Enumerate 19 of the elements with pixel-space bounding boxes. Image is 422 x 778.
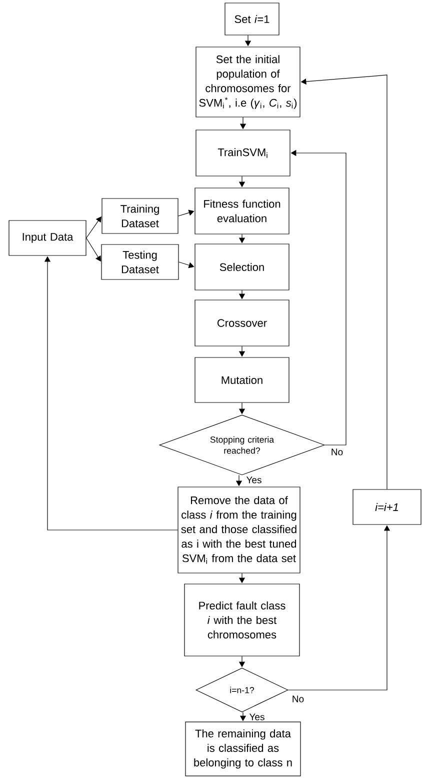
process-box: Set i=1 <box>224 2 280 36</box>
edge-label: No <box>291 695 305 703</box>
process-box: Predict fault class i with the best chromosomes <box>184 584 300 656</box>
data-box: Input Data <box>8 220 86 256</box>
process-box: TrainSVM$_{i}$ <box>196 130 290 176</box>
process-box: Crossover <box>194 300 290 346</box>
arrow <box>178 210 194 216</box>
edge-label: Yes <box>248 713 266 721</box>
process-box: i=i+1 <box>352 489 422 525</box>
edge-label: Yes <box>246 476 262 484</box>
process-box: The remaining data is classified as belonging to class n <box>185 722 301 776</box>
process-box: Selection <box>194 244 290 290</box>
edge-label: No <box>330 448 344 456</box>
process-box: Set the initial population of chromosomes for SVM$_{i}$$^{*}$, i.e (γ$_{i}$, C$_{i}$, s$_{i}$) <box>196 46 300 118</box>
process-box: Fitness function evaluation <box>194 188 290 234</box>
data-box: Testing Dataset <box>101 244 179 280</box>
data-box: Training Dataset <box>102 198 178 234</box>
process-box: Mutation <box>194 357 290 403</box>
arrow <box>178 262 194 268</box>
